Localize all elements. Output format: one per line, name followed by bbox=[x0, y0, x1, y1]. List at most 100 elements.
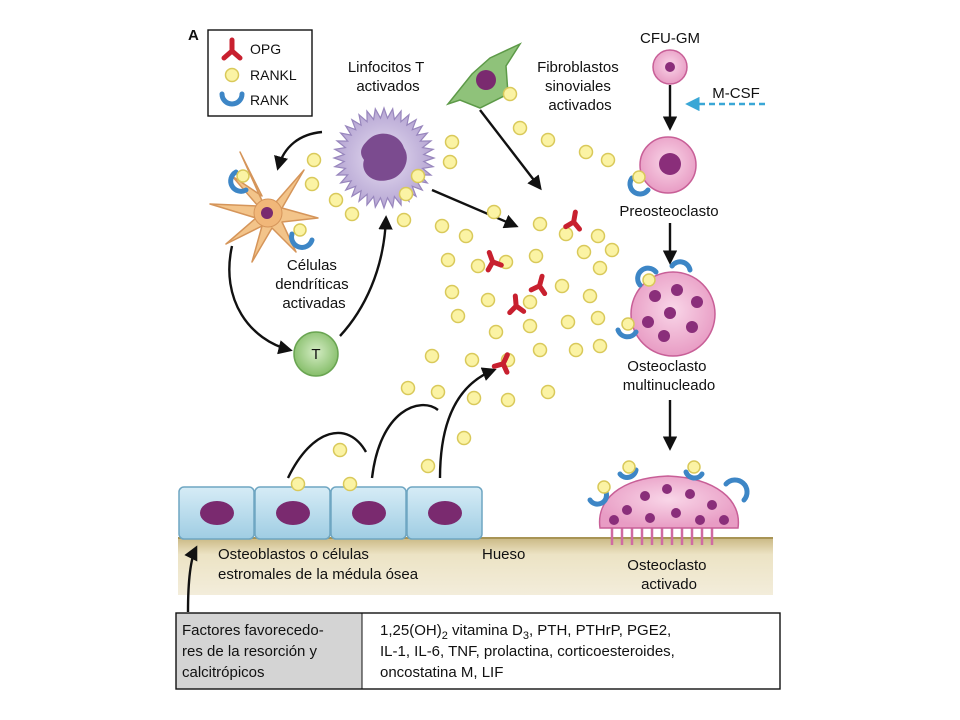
rankl-molecule bbox=[236, 169, 250, 183]
arrow-factors-to-osteoblast bbox=[184, 545, 198, 613]
rank-receptor bbox=[723, 477, 750, 503]
arrow-tcell-to-lymph bbox=[339, 215, 393, 337]
rankl-molecule bbox=[592, 338, 608, 354]
rankl-molecule bbox=[488, 324, 504, 340]
rankl-molecule bbox=[554, 278, 570, 294]
factors-right-line1: 1,25(OH)2 vitamina D3, PTH, PTHrP, PGE2, bbox=[380, 622, 671, 642]
nucleus bbox=[662, 484, 672, 494]
factors-left-cell bbox=[176, 613, 362, 689]
osteoblast-label: Osteoblastos o células estromales de la … bbox=[218, 546, 419, 583]
osteoclast-multinucleated bbox=[615, 259, 716, 357]
rankl-molecule bbox=[621, 317, 635, 331]
rankl-molecule bbox=[486, 204, 502, 220]
dendritic-cell bbox=[209, 151, 319, 263]
rankl-molecule bbox=[466, 390, 482, 406]
rankl-molecule bbox=[398, 186, 414, 202]
opg-molecule bbox=[491, 352, 510, 375]
rankl-molecule bbox=[442, 154, 458, 170]
rankl-molecule bbox=[642, 273, 656, 287]
osteoclast-activated-body bbox=[598, 475, 740, 529]
arrow-dendritic-to-tcell bbox=[228, 245, 293, 355]
rankl-molecule bbox=[480, 292, 496, 308]
opg-molecule bbox=[563, 209, 583, 232]
osteoclast-activated bbox=[587, 460, 750, 545]
factors-right-line3: oncostatina M, LIF bbox=[380, 664, 503, 681]
arrow-fibro-to-center bbox=[479, 109, 542, 191]
bone-layer bbox=[178, 537, 773, 595]
nucleus bbox=[609, 515, 619, 525]
rankl-molecule bbox=[632, 170, 646, 184]
osteoblast-row bbox=[178, 486, 483, 540]
nucleus bbox=[707, 500, 717, 510]
opg-group bbox=[485, 209, 583, 375]
rankl-molecule bbox=[592, 260, 608, 276]
osteoblast-nucleus bbox=[352, 501, 386, 525]
nucleus bbox=[719, 515, 729, 525]
rankl-molecule bbox=[306, 152, 322, 168]
rankl-molecule bbox=[424, 348, 440, 364]
rankl-molecule bbox=[522, 318, 538, 334]
rankl-molecule bbox=[344, 206, 360, 222]
rankl-molecule bbox=[512, 120, 528, 136]
legend-rankl-label: RANKL bbox=[250, 67, 297, 83]
rankl-molecule bbox=[502, 86, 518, 102]
rankl-molecule bbox=[600, 152, 616, 168]
osteoblast-nucleus bbox=[276, 501, 310, 525]
rank-legend-icon bbox=[219, 91, 245, 107]
rankl-molecule bbox=[597, 480, 611, 494]
rank-receptor bbox=[587, 489, 610, 507]
rankl-molecule bbox=[604, 242, 620, 258]
factors-left-text: Factores favorecedo- res de la resorción… bbox=[182, 622, 328, 681]
legend-opg-label: OPG bbox=[250, 41, 281, 57]
rankl-molecule bbox=[560, 314, 576, 330]
nucleus bbox=[685, 489, 695, 499]
rankl-molecule bbox=[400, 380, 416, 396]
rankl-molecule bbox=[440, 252, 456, 268]
rankl-molecule bbox=[430, 384, 446, 400]
osteoblast-nucleus bbox=[428, 501, 462, 525]
legend-rank-label: RANK bbox=[250, 92, 290, 108]
opg-legend-icon bbox=[221, 37, 243, 61]
rankl-molecule bbox=[444, 134, 460, 150]
arrow-osteoblast-curve-1 bbox=[286, 431, 368, 479]
factors-border bbox=[175, 612, 781, 690]
synovial-fibroblast bbox=[445, 42, 523, 109]
rankl-molecule bbox=[450, 308, 466, 324]
cfu-gm-cell bbox=[652, 49, 688, 85]
rankl-molecule bbox=[522, 294, 538, 310]
rank-receptor bbox=[617, 467, 639, 480]
rankl-molecule bbox=[540, 132, 556, 148]
rankl-molecule bbox=[410, 168, 426, 184]
arrow-lymph-to-dendritic bbox=[274, 130, 323, 171]
rankl-molecule bbox=[434, 218, 450, 234]
rankl-molecule bbox=[396, 212, 412, 228]
rankl-molecule bbox=[532, 216, 548, 232]
opg-molecule bbox=[485, 249, 504, 273]
rank-receptor bbox=[289, 231, 315, 250]
legend: OPG RANKL RANK bbox=[207, 29, 313, 117]
opg-molecule bbox=[507, 293, 527, 316]
osteoblast-nucleus bbox=[200, 501, 234, 525]
nucleus bbox=[640, 491, 650, 501]
rankl-molecule bbox=[558, 226, 574, 242]
rankl-molecule bbox=[444, 284, 460, 300]
factors-table: Factores favorecedo- res de la resorción… bbox=[175, 612, 781, 690]
cfu-gm-label: CFU-GM bbox=[640, 30, 700, 47]
t-cell: T bbox=[293, 331, 339, 377]
rank-receptor bbox=[635, 265, 659, 288]
rank-receptor bbox=[683, 469, 705, 481]
rankl-molecule bbox=[578, 144, 594, 160]
bone-label: Hueso bbox=[482, 546, 525, 563]
rank-receptor bbox=[627, 175, 651, 197]
lymphocyte-label: Linfocitos T activados bbox=[348, 59, 428, 95]
osteoclast-active-label: Osteoclasto activado bbox=[627, 557, 710, 593]
rankl-molecule bbox=[590, 228, 606, 244]
arrow-lymph-to-center bbox=[431, 188, 519, 229]
rankl-molecule bbox=[332, 442, 348, 458]
rankl-molecule bbox=[293, 223, 307, 237]
rankl-molecule bbox=[568, 342, 584, 358]
rankl-molecule bbox=[304, 176, 320, 192]
rankl-molecule bbox=[540, 384, 556, 400]
rankl-legend-icon bbox=[224, 67, 240, 83]
